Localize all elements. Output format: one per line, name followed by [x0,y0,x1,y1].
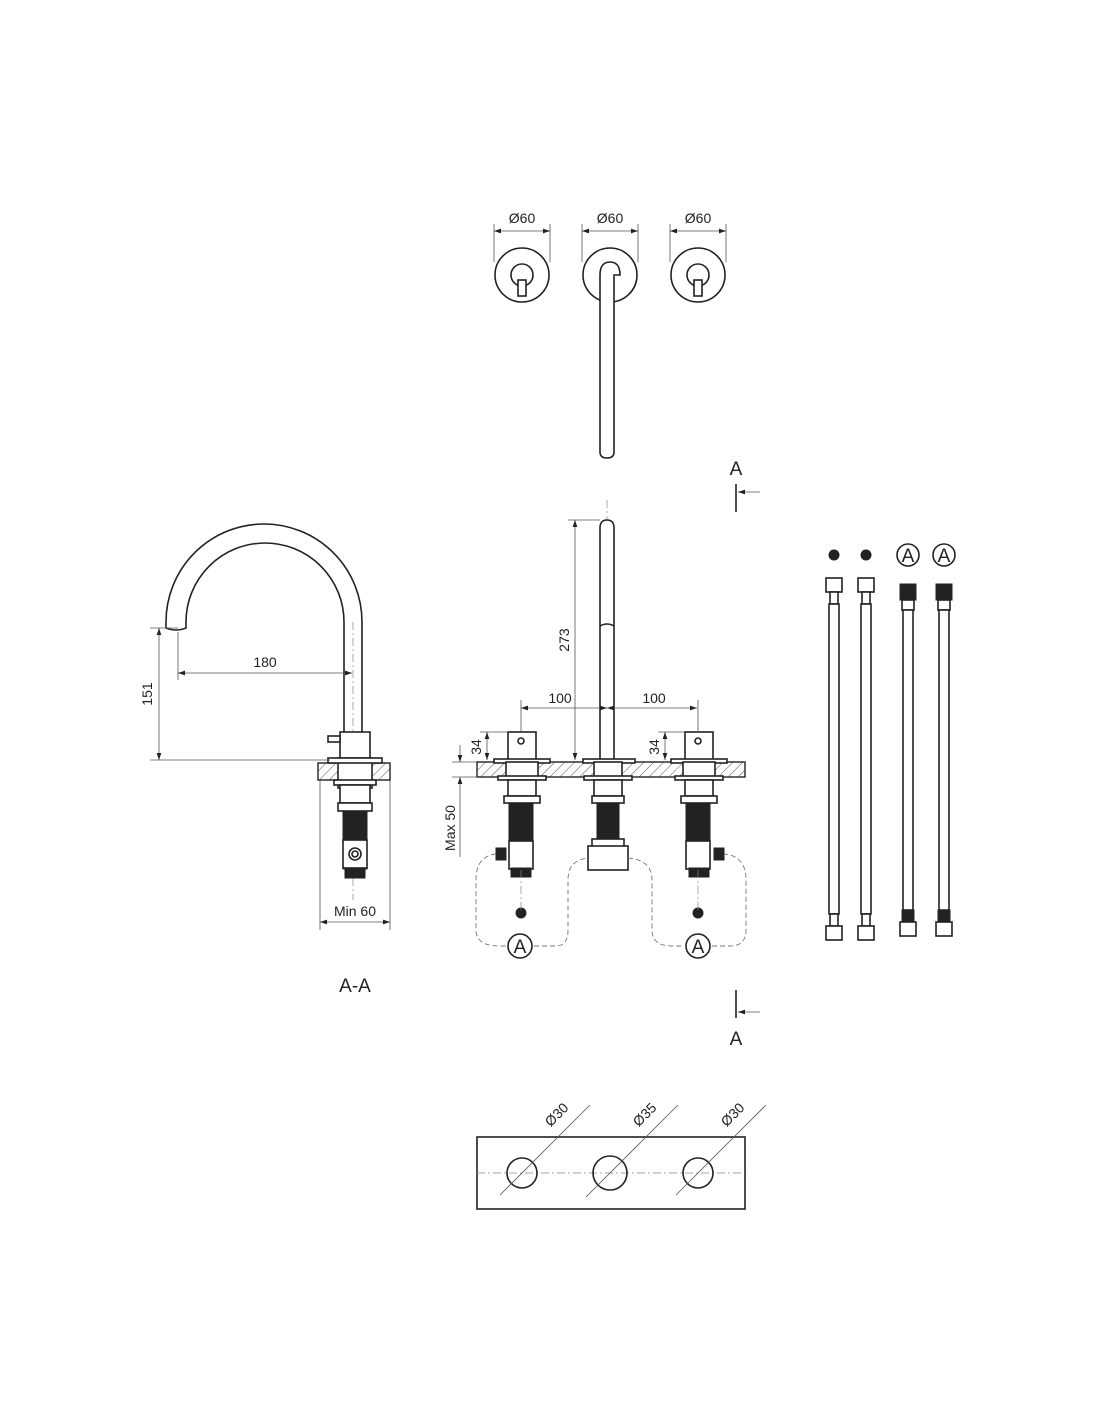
hose-label: A [938,546,951,567]
rosette-right: Ø60 [669,210,727,303]
max-deck-dimension: Max 50 [442,805,458,851]
section-marker-bottom: A [730,990,760,1050]
spacing-dimension: 100 [548,690,572,706]
spacing-dimension: 100 [642,690,666,706]
hole-diameter: Ø35 [629,1099,659,1129]
connection-label: A [692,937,705,958]
valve-right [670,731,728,919]
valve-left [493,731,551,919]
hose [899,583,917,937]
hoses: A A [825,543,956,941]
hose [857,577,875,941]
front-view: A A 273 100 100 34 34 Max 50 [442,500,747,959]
cutout-plan: Ø30 Ø35 Ø30 [476,1099,767,1210]
height-dimension: 151 [139,682,155,706]
diameter-label: Ø60 [509,210,536,226]
reach-dimension: 180 [253,654,277,670]
hose [825,577,843,941]
side-view: 151 180 Min 60 A-A [139,523,391,997]
svg-text:A: A [730,459,743,480]
hole-diameter: Ø30 [717,1099,747,1129]
top-view: Ø60 Ø60 Ø60 [493,210,727,459]
min-width-dimension: Min 60 [334,903,376,919]
section-marker-top: A [730,459,760,512]
hose [935,583,953,937]
spout-height-dimension: 273 [556,628,572,652]
hose-label: A [902,546,915,567]
rosette-center: Ø60 [581,210,639,459]
connection-label: A [514,937,527,958]
diameter-label: Ø60 [685,210,712,226]
rosette-left: Ø60 [493,210,551,303]
hole-diameter: Ø30 [541,1099,571,1129]
spout-base [582,758,636,871]
diameter-label: Ø60 [597,210,624,226]
section-title: A-A [339,976,371,997]
handle-height-dimension: 34 [646,739,662,755]
handle-height-dimension: 34 [468,739,484,755]
svg-text:A: A [730,1029,743,1050]
